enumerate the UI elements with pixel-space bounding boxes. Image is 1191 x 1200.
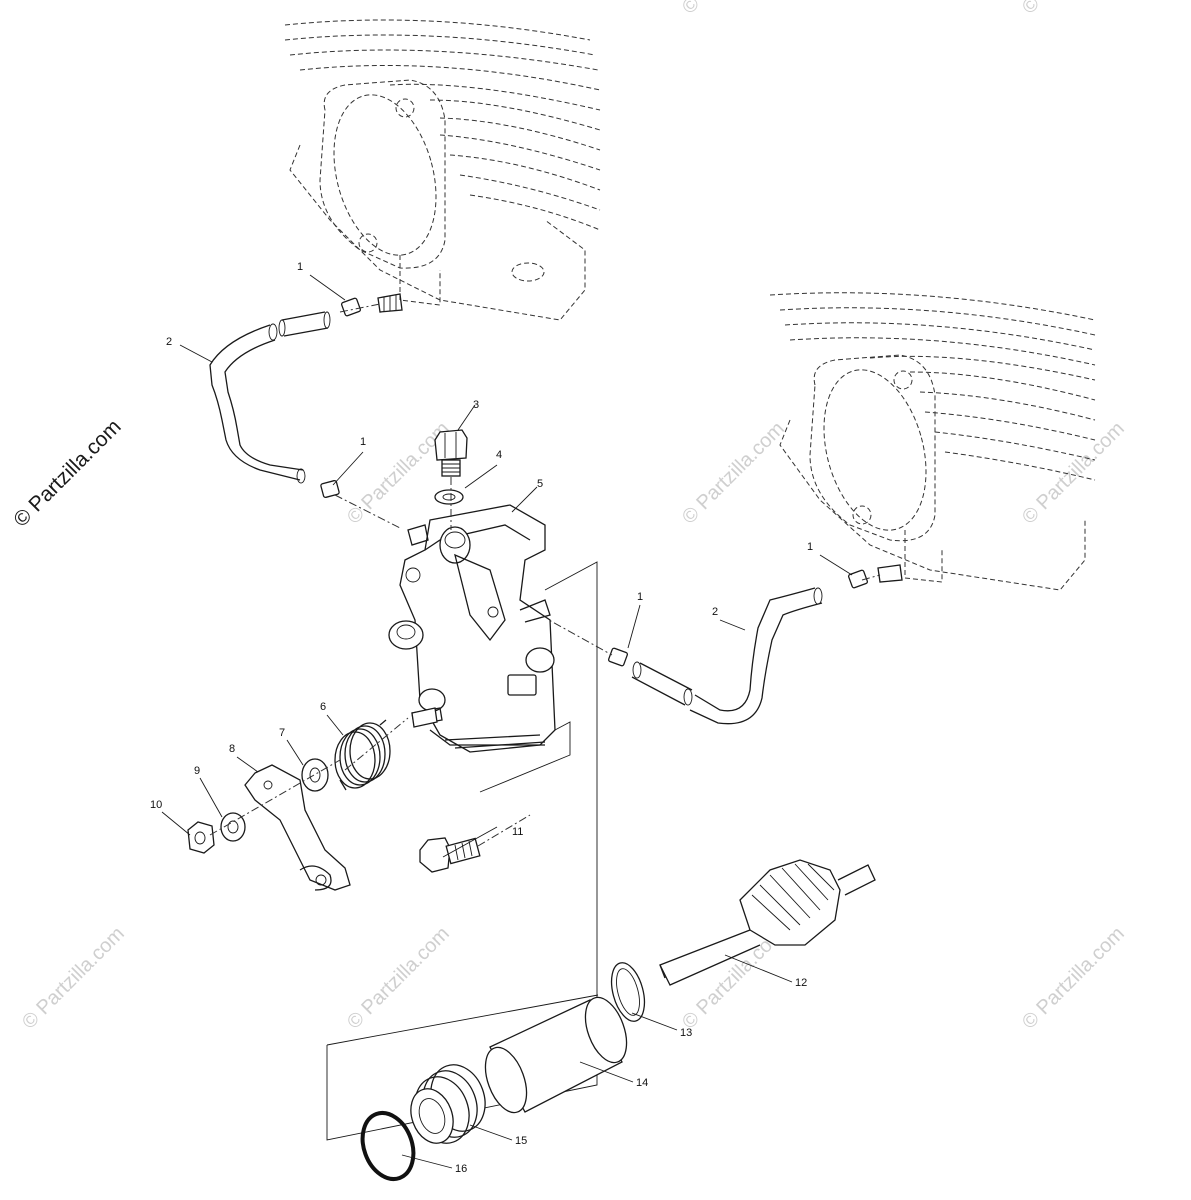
watermark-text: © Partzilla.com	[18, 923, 129, 1034]
callout-4: 4	[496, 449, 502, 461]
callout-1: 1	[360, 436, 366, 448]
callout-3: 3	[473, 399, 479, 411]
callout-11: 11	[512, 826, 523, 838]
watermark-text: © Partzilla.com	[678, 0, 789, 19]
callout-15: 15	[515, 1135, 527, 1147]
leader-lines	[161, 274, 853, 1169]
watermark-text: © Partzilla.com	[343, 923, 454, 1034]
sleeve	[484, 996, 628, 1114]
callout-labels: 1 2 1 3 4 5 1 2 1 6 7 8 9 10 11 12 13 14…	[150, 261, 813, 1175]
o-ring	[360, 1111, 416, 1181]
callout-1: 1	[297, 261, 303, 273]
cylinder-right	[769, 292, 1096, 591]
watermarks: © Partzilla.com © Partzilla.com © Partzi…	[9, 0, 1129, 1034]
watermark-text: © Partzilla.com	[678, 418, 789, 529]
watermark-text: © Partzilla.com	[1018, 0, 1129, 19]
callout-16: 16	[455, 1163, 467, 1175]
callout-1: 1	[807, 541, 813, 553]
oil-seal	[410, 1064, 486, 1144]
callout-14: 14	[636, 1077, 648, 1089]
spring	[334, 707, 438, 791]
thrust-washer	[610, 962, 646, 1022]
callout-6: 6	[320, 701, 326, 713]
watermark-text: © Partzilla.com	[343, 418, 454, 529]
callout-5: 5	[537, 478, 543, 490]
lockwasher-and-nut	[187, 759, 341, 854]
hose-left	[209, 293, 403, 529]
bolt-and-washer	[434, 429, 468, 530]
pump-reference-lines	[326, 561, 599, 1141]
watermark-text: © Partzilla.com	[1018, 418, 1129, 529]
bolt-11	[419, 814, 531, 873]
callout-8: 8	[229, 743, 235, 755]
callout-7: 7	[279, 727, 285, 739]
callout-9: 9	[194, 765, 200, 777]
callout-2: 2	[166, 336, 172, 348]
hose-right	[539, 564, 903, 725]
callout-13: 13	[680, 1027, 692, 1039]
callout-12: 12	[795, 977, 807, 989]
oil-pump-body	[388, 504, 556, 753]
drive-shaft-gear	[659, 859, 876, 986]
cylinder-upper-left	[284, 19, 601, 321]
callout-10: 10	[150, 799, 162, 811]
washer-7	[301, 758, 329, 792]
callout-2: 2	[712, 606, 718, 618]
lever-arm	[244, 764, 351, 891]
watermark-text: © Partzilla.com	[1018, 923, 1129, 1034]
callout-1: 1	[637, 591, 643, 603]
partzilla-watermark: © Partzilla.com	[9, 415, 125, 531]
